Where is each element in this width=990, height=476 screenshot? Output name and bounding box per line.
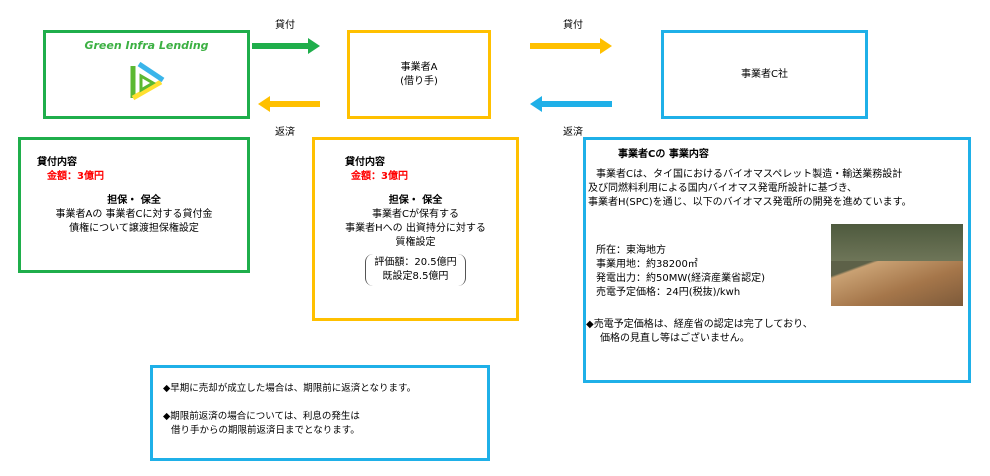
loan-terms-box-1: 貸付内容 金額：3億円 担保・ 保全 事業者Aの 事業者Cに対する貸付金 債権に… — [18, 137, 250, 273]
existing-setting: 既設定8.5億円 — [382, 271, 449, 282]
valuation-bracket: 評価額：20.5億円 既設定8.5億円 — [365, 254, 466, 286]
business-note: ◆売電予定価格は、経産省の認定は完了しており、 — [586, 319, 813, 330]
repay-arrow-left-icon — [258, 96, 320, 112]
loan-title: 貸付内容 — [37, 157, 77, 168]
loan-amount: 金額：3億円 — [47, 171, 104, 182]
security-line: 質権設定 — [395, 237, 436, 248]
company-c-name: 事業者C社 — [741, 68, 788, 80]
business-note: 価格の見直し等はございません。 — [600, 333, 750, 344]
detail-price: 売電予定価格：24円(税抜)/kwh — [596, 287, 741, 298]
business-desc: 及び同燃料利用による国内バイオマス発電所設計に基づき、 — [588, 183, 857, 194]
triangle-play-logo-icon — [130, 61, 164, 101]
loan-title: 貸付内容 — [345, 157, 385, 168]
note-line: 借り手からの期限前返済日までとなります。 — [171, 425, 360, 436]
timber-photo — [831, 224, 963, 306]
business-desc: 事業者Cは、タイ国におけるバイオマスペレット製造・輸送業務設計 — [596, 169, 903, 180]
loan-terms-box-2: 貸付内容 金額：3億円 担保・ 保全 事業者Cが保有する 事業者Hへの 出資持分… — [312, 137, 519, 321]
business-box: 事業者Cの 事業内容 事業者Cは、タイ国におけるバイオマスペレット製造・輸送業務… — [583, 137, 971, 383]
business-title: 事業者Cの 事業内容 — [618, 149, 709, 160]
business-desc: 事業者H(SPC)を通じ、以下のバイオマス発電所の開発を進めています。 — [588, 197, 912, 208]
detail-output: 発電出力：約50MW(経済産業省認定) — [596, 273, 766, 284]
security-title: 担保・ 保全 — [388, 195, 443, 206]
detail-land: 事業用地：約38200㎡ — [596, 259, 698, 270]
lender-name: Green Infra Lending — [84, 39, 209, 52]
security-title: 担保・ 保全 — [107, 195, 161, 206]
lend-arrow-right-icon — [530, 38, 612, 54]
loan-amount: 金額：3億円 — [351, 171, 408, 182]
company-c-box: 事業者C社 — [661, 30, 868, 119]
lender-box: Green Infra Lending — [43, 30, 250, 119]
notes-box: ◆早期に売却が成立した場合は、期限前に返済となります。 ◆期限前返済の場合につい… — [150, 365, 490, 461]
borrower-box: 事業者A (借り手) — [347, 30, 491, 119]
lend-arrow-right-icon — [252, 38, 320, 54]
note-line: ◆期限前返済の場合については、利息の発生は — [163, 411, 360, 422]
repay-label-2: 返済 — [563, 127, 583, 138]
borrower-name: 事業者A — [400, 61, 438, 73]
repay-label-1: 返済 — [275, 127, 295, 138]
borrower-role: (借り手) — [400, 75, 438, 87]
security-line: 事業者Hへの 出資持分に対する — [345, 223, 486, 234]
security-line: 債権について譲渡担保権設定 — [69, 223, 199, 234]
detail-location: 所在：東海地方 — [596, 245, 666, 256]
note-line: ◆早期に売却が成立した場合は、期限前に返済となります。 — [163, 383, 417, 394]
lend-label-1: 貸付 — [275, 20, 295, 31]
security-line: 事業者Aの 事業者Cに対する貸付金 — [55, 209, 213, 220]
repay-arrow-left-icon — [530, 96, 612, 112]
lend-label-2: 貸付 — [563, 20, 583, 31]
security-line: 事業者Cが保有する — [372, 209, 459, 220]
valuation: 評価額：20.5億円 — [374, 257, 457, 268]
